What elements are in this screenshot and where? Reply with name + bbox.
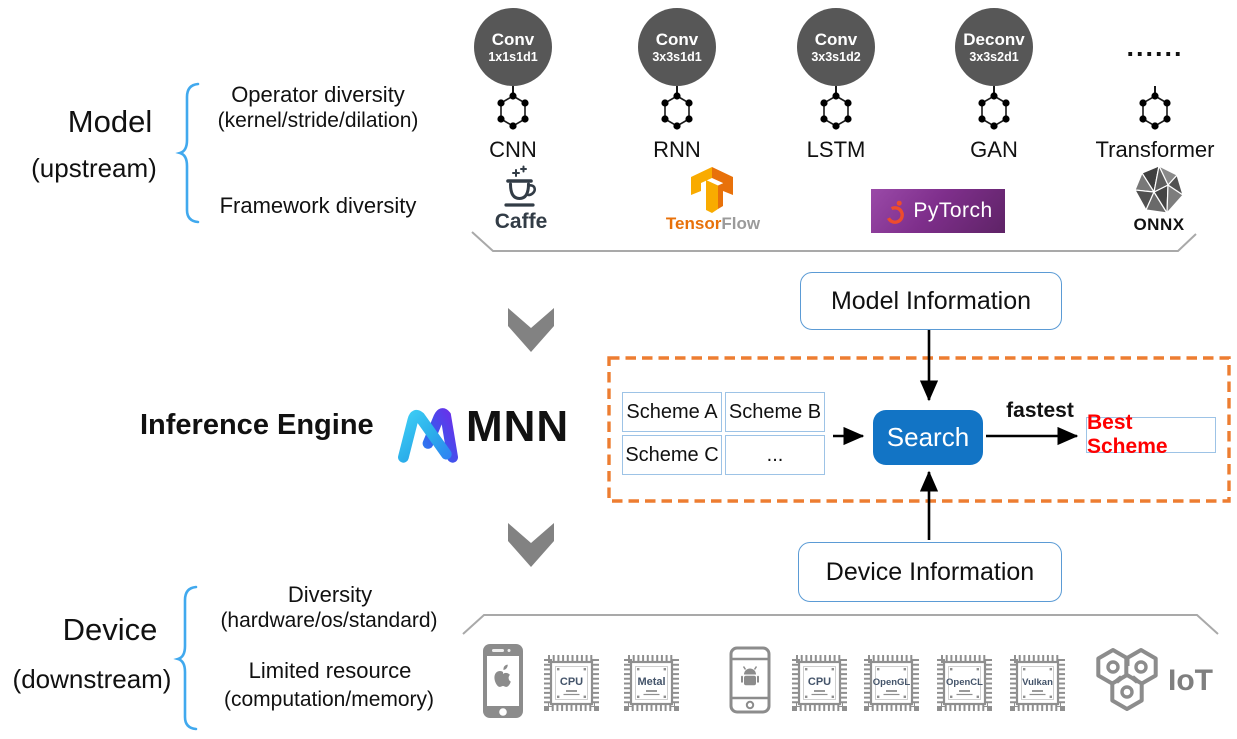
model-brace [175,82,200,224]
iot-label: IoT [1168,664,1213,697]
scheme-c-box: Scheme C [622,435,722,475]
chip-label: Vulkan [1022,677,1053,688]
inference-engine-label: Inference Engine [140,409,374,441]
operator-circle: Conv 1x1s1d1 [474,8,552,86]
search-box: Search [873,410,983,465]
model-group-bracket [471,231,1197,252]
pytorch-label: PyTorch [913,199,993,222]
limited-resource-sublabel: (computation/memory) [223,688,435,711]
cpu-chip-icon: CPU [544,655,599,711]
operator-diversity-sublabel: (kernel/stride/dilation) [217,109,419,132]
device-group-bracket [462,614,1219,635]
scheme-b-box: Scheme B [725,392,825,432]
fastest-label: fastest [1006,399,1074,422]
operator-diversity-label: Operator diversity [231,82,405,107]
operator-params: 3x3s1d2 [811,49,861,64]
network-label: CNN [489,137,537,162]
framework-onnx: ONNX [1117,164,1201,235]
framework-caffe: Caffe [482,164,560,234]
network-graph-icon [497,86,529,130]
scheme-a-box: Scheme A [622,392,722,432]
cpu-chip-icon: CPU [792,655,847,711]
device-title: Device [62,612,158,647]
down-chevron-icon [508,308,554,352]
network-graph-icon [820,86,852,130]
operator-params: 3x3s2d1 [969,49,1019,64]
iphone-icon [483,644,523,718]
iot-icon [1096,648,1158,711]
network-label: LSTM [806,137,866,162]
down-chevron-icon [508,523,554,567]
chip-label: CPU [808,676,831,688]
model-title: Model [67,104,153,139]
network-label: Transformer [1095,137,1215,162]
android-phone-icon [729,646,771,714]
operator-name: Conv [814,29,858,49]
scheme-ellipsis-box: ... [725,435,825,475]
ellipsis-operators: ...... [1126,31,1184,62]
operator-column-transformer: ...... Transformer [1090,8,1220,163]
operator-name: Deconv [963,29,1025,49]
onnx-label: ONNX [1133,215,1185,234]
tensorflow-label-flow: Flow [721,214,761,233]
search-dashed-region [607,356,1231,503]
opengl-chip-icon: OpenGL [864,655,919,711]
tensorflow-logo-icon [691,167,733,213]
chip-label: Metal [637,676,665,688]
network-graph-icon [661,86,693,130]
mnn-logo-text: MNN [466,402,570,451]
opencl-chip-icon: OpenCL [937,655,992,711]
operator-circle: Conv 3x3s1d2 [797,8,875,86]
caffe-cup-icon [504,165,536,207]
device-subtitle: (downstream) [12,664,172,694]
operator-circle: Conv 3x3s1d1 [638,8,716,86]
model-information-box: Model Information [800,272,1062,330]
operator-column-rnn: Conv 3x3s1d1 RNN [612,8,742,163]
network-graph-icon [978,86,1010,130]
framework-tensorflow: TensorFlow [652,164,774,234]
operator-params: 3x3s1d1 [652,49,702,64]
operator-params: 1x1s1d1 [488,49,538,64]
operator-column-cnn: Conv 1x1s1d1 CNN [448,8,578,163]
diversity-label: Diversity [287,582,373,607]
chip-label: OpenGL [873,677,911,688]
chip-label: OpenCL [946,677,983,688]
operator-column-lstm: Conv 3x3s1d2 LSTM [771,8,901,163]
model-subtitle: (upstream) [31,153,157,183]
device-brace [173,585,198,731]
onnx-logo-icon [1133,164,1185,215]
caffe-label: Caffe [494,210,548,233]
metal-chip-icon: Metal [624,655,679,711]
best-scheme-box: Best Scheme [1086,411,1216,458]
chip-label: CPU [560,676,583,688]
operator-name: Conv [491,29,535,49]
network-graph-icon [1139,86,1171,130]
network-label: GAN [970,137,1018,162]
mnn-logo-icon [398,408,458,463]
tensorflow-label-tensor: Tensor [665,214,722,233]
operator-name: Conv [655,29,699,49]
operator-circle: Deconv 3x3s2d1 [955,8,1033,86]
diversity-sublabel: (hardware/os/standard) [220,609,438,632]
operator-column-gan: Deconv 3x3s2d1 GAN [929,8,1059,163]
network-label: RNN [653,137,701,162]
limited-resource-label: Limited resource [248,658,412,683]
pytorch-flame-icon [886,200,905,224]
tensorflow-label: TensorFlow [666,214,760,234]
framework-diversity-label: Framework diversity [219,193,417,218]
pytorch-logo: PyTorch [871,189,1005,233]
scheme-grid: Scheme A Scheme B Scheme C ... [622,392,825,475]
vulkan-chip-icon: Vulkan [1010,655,1065,711]
device-information-box: Device Information [798,542,1062,602]
